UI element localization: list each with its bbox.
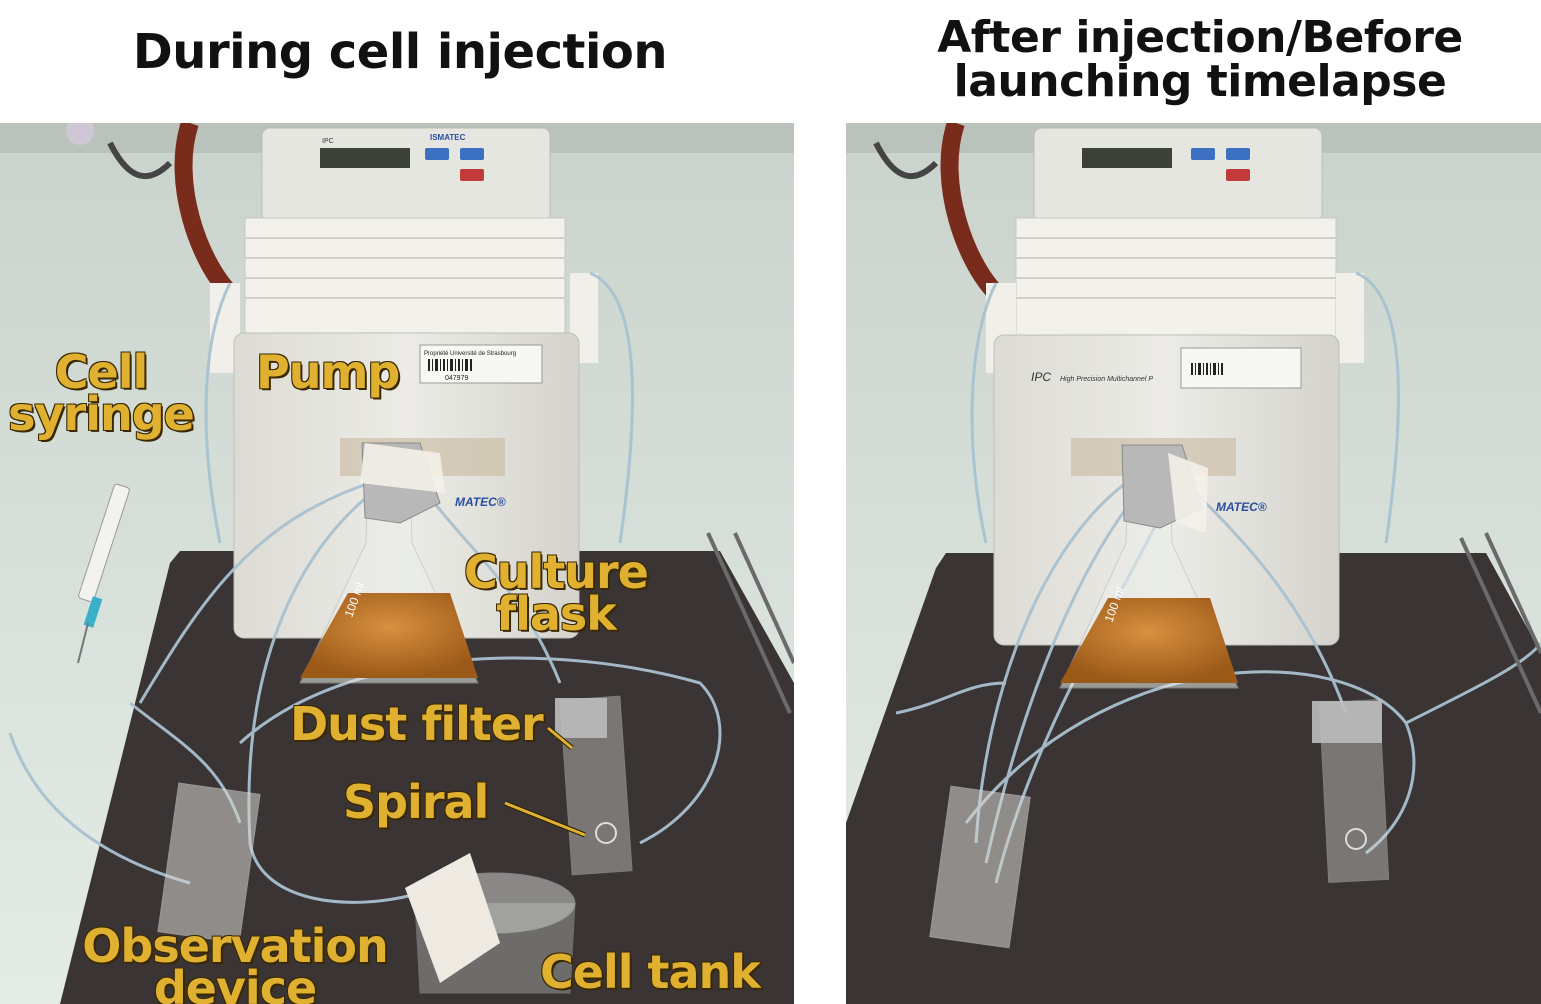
- title-after-injection: After injection/Before launching timelap…: [937, 12, 1463, 107]
- callout-cell-syringe: Cell syringe: [7, 345, 195, 442]
- callout-dust-filter: Dust filter: [289, 697, 544, 751]
- photo-after-injection: IPC High Precision Multichannel P MATEC®…: [846, 123, 1541, 1004]
- callout-culture-flask: Culture flask: [463, 545, 649, 642]
- photo-during-injection: ISMATEC IPC Propriété Université de Stra…: [0, 123, 794, 1004]
- property-label-text: Propriété Université de Strasbourg: [424, 351, 516, 357]
- pump-description-text: High Precision Multichannel P: [1060, 376, 1153, 383]
- pump-model-text: IPC: [322, 138, 334, 145]
- callout-observation-device: Observation device: [82, 919, 390, 1004]
- pump-brand-partial-text-right: MATEC®: [1216, 500, 1267, 514]
- callout-cell-tank: Cell tank: [539, 945, 761, 999]
- syringe-shape: [77, 483, 130, 664]
- callout-spiral: Spiral: [342, 775, 490, 829]
- title-during-injection: During cell injection: [132, 24, 668, 80]
- pump-brand-partial-text: MATEC®: [455, 495, 506, 509]
- pump-brand-text: ISMATEC: [430, 133, 466, 142]
- pump-model-text-right: IPC: [1031, 370, 1051, 384]
- inventory-number-text: 047979: [445, 375, 468, 382]
- lab-setup-photo-left: ISMATEC IPC Propriété Université de Stra…: [0, 123, 794, 1004]
- callout-pump: Pump: [255, 345, 401, 399]
- lab-setup-photo-right: IPC High Precision Multichannel P MATEC®…: [846, 123, 1541, 1004]
